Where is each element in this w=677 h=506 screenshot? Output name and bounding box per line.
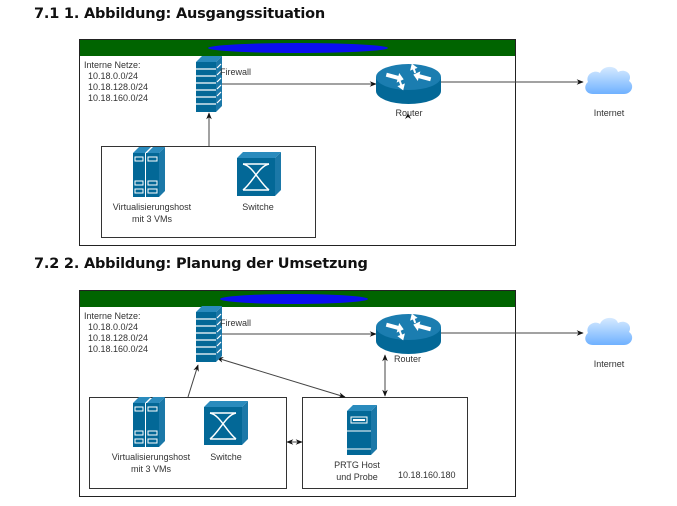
- switch-label: Switche: [210, 452, 242, 462]
- router-icon: [376, 63, 441, 104]
- router-icon: [376, 313, 441, 354]
- firewall-label: Firewall: [220, 318, 252, 328]
- firewall-label: Firewall: [220, 67, 252, 77]
- firewall-icon: [196, 306, 222, 362]
- internet-cloud-icon: [585, 317, 633, 345]
- figure-2-heading: 7.2 2. Abbildung: Planung der Umsetzung: [34, 256, 368, 272]
- redacted-text: [208, 43, 388, 53]
- network-entry: 10.18.0.0/24: [88, 322, 139, 332]
- virt-host-sublabel: mit 3 VMs: [131, 214, 172, 224]
- virtualization-host-icon: [133, 397, 165, 447]
- switch-icon: [204, 401, 248, 445]
- networks-label: Interne Netze:: [84, 311, 141, 321]
- virt-host-label: Virtualisierungshost: [111, 452, 191, 462]
- network-entry: 10.18.0.0/24: [88, 71, 139, 81]
- virt-host-label: Virtualisierungshost: [112, 202, 192, 212]
- network-entry: 10.18.128.0/24: [88, 82, 149, 92]
- router-label: Router: [394, 354, 422, 364]
- firewall-icon: [196, 56, 222, 112]
- prtg-ip-label: 10.18.160.180: [398, 470, 456, 480]
- switch-icon: [237, 152, 281, 196]
- figure-1-diagram: Interne Netze: 10.18.0.0/24 10.18.128.0/…: [0, 0, 677, 250]
- network-entry: 10.18.128.0/24: [88, 333, 149, 343]
- prtg-server-icon: [347, 405, 377, 455]
- internet-cloud-icon: [585, 66, 633, 94]
- virtualization-host-icon: [133, 147, 165, 197]
- network-entry: 10.18.160.0/24: [88, 344, 149, 354]
- figure-1-heading: 7.1 1. Abbildung: Ausgangssituation: [34, 6, 326, 22]
- prtg-box: [302, 397, 468, 489]
- networks-label: Interne Netze:: [84, 60, 141, 70]
- prtg-sublabel: und Probe: [336, 472, 378, 482]
- virt-host-sublabel: mit 3 VMs: [130, 464, 171, 474]
- host-group-box: [89, 397, 287, 489]
- internet-label: Internet: [593, 108, 625, 118]
- switch-label: Switche: [242, 202, 274, 212]
- network-entry: 10.18.160.0/24: [88, 93, 149, 103]
- prtg-label: PRTG Host: [334, 460, 380, 470]
- internet-label: Internet: [593, 359, 625, 369]
- redacted-text: [220, 294, 368, 304]
- router-label: Router: [395, 108, 423, 118]
